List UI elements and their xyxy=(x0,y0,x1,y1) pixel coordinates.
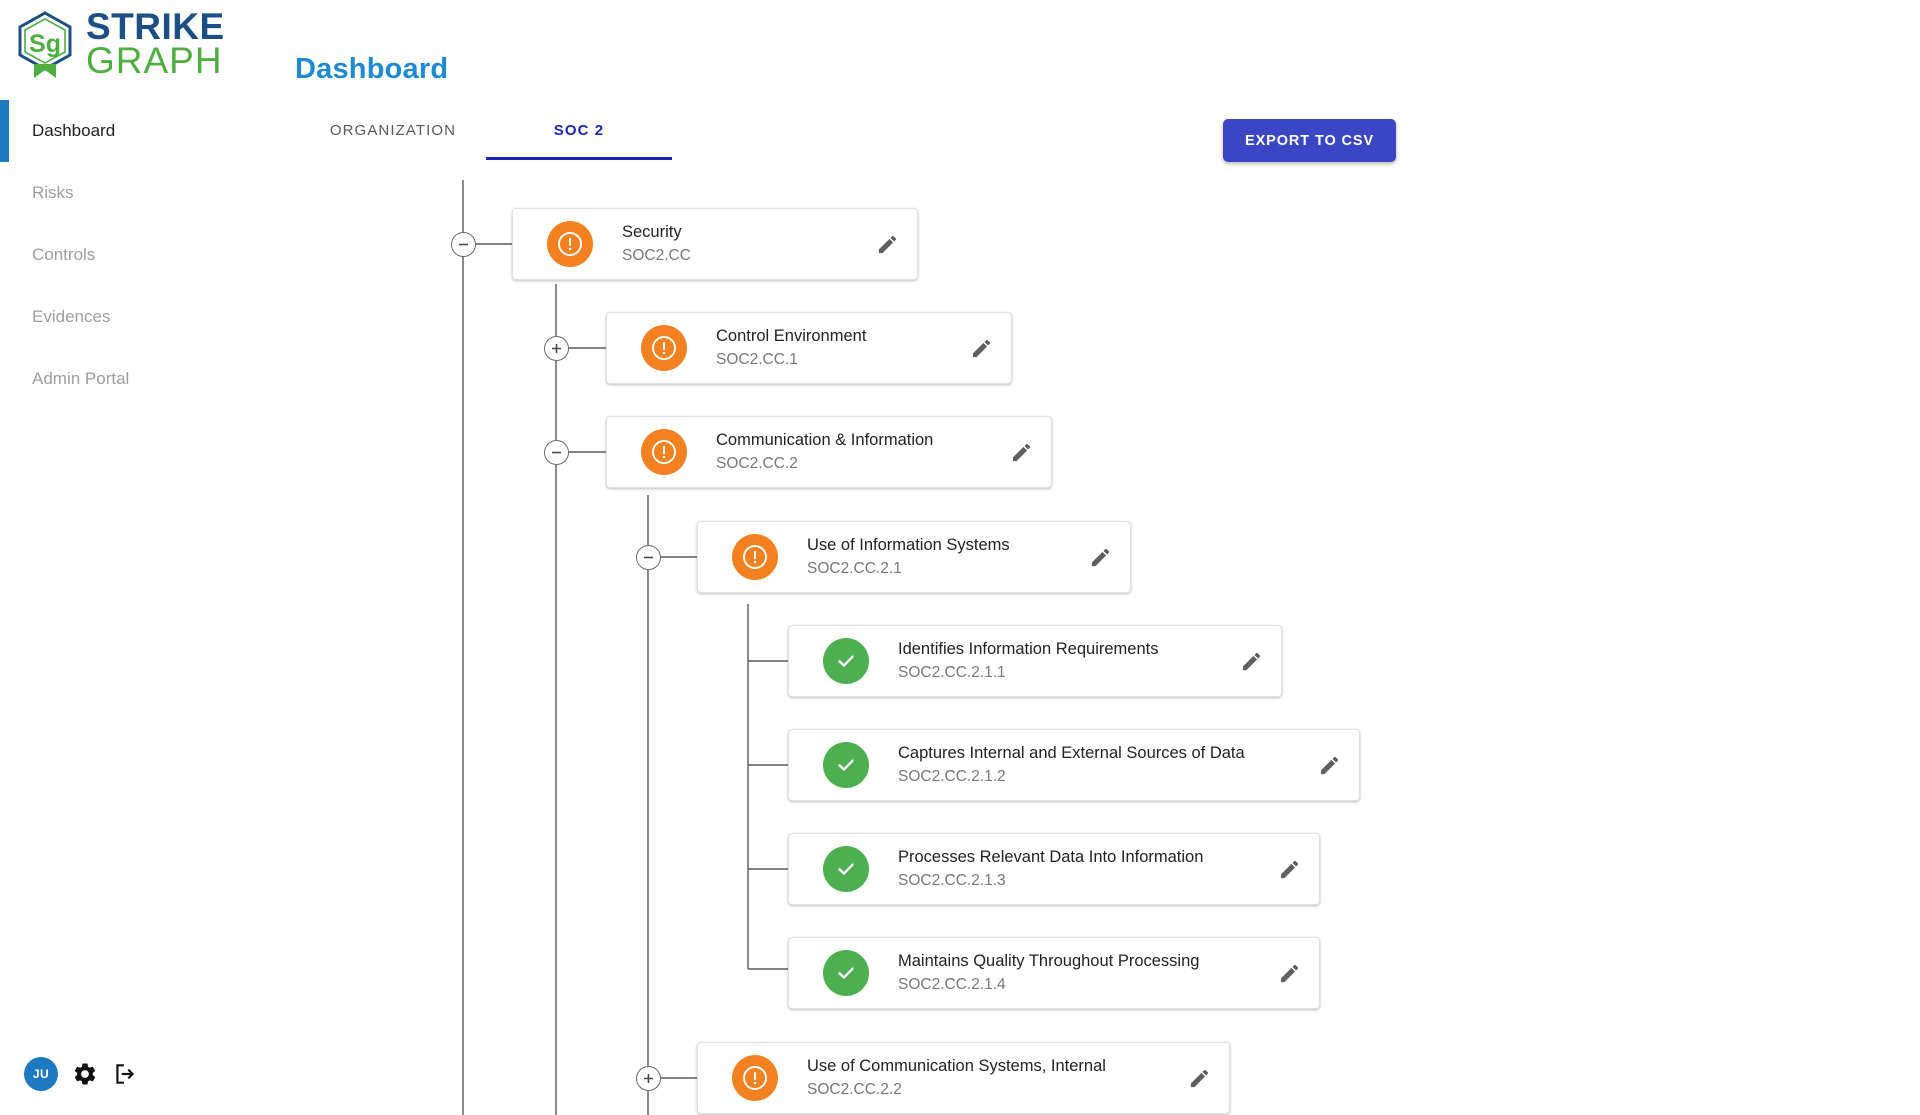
page-title: Dashboard xyxy=(295,53,449,85)
tree-node-title: Captures Internal and External Sources o… xyxy=(898,744,1245,763)
brand-logo[interactable]: Sg STRIKE GRAPH xyxy=(14,6,225,82)
tree-toggle-collapse[interactable] xyxy=(544,440,569,465)
tree-node-card[interactable]: Processes Relevant Data Into Information… xyxy=(788,833,1320,905)
brand-name-graph: GRAPH xyxy=(86,40,223,82)
alert-circle-icon xyxy=(732,1055,778,1101)
check-circle-icon xyxy=(823,950,869,996)
svg-text:Sg: Sg xyxy=(29,30,61,58)
check-circle-icon xyxy=(823,638,869,684)
tree-node-code: SOC2.CC xyxy=(622,247,691,265)
gear-icon[interactable] xyxy=(72,1061,98,1087)
tree-toggle-collapse[interactable] xyxy=(636,545,661,570)
sidebar-nav: Dashboard Risks Controls Evidences Admin… xyxy=(0,100,290,410)
sidebar-item-label: Evidences xyxy=(32,307,111,326)
alert-circle-icon xyxy=(732,534,778,580)
tree-node-text: Use of Communication Systems, Internal S… xyxy=(807,1057,1106,1099)
tree-node-text: Identifies Information Requirements SOC2… xyxy=(898,640,1158,682)
check-circle-icon xyxy=(823,742,869,788)
tab-bar: ORGANIZATION SOC 2 xyxy=(300,122,672,160)
tree-node-title: Communication & Information xyxy=(716,431,934,450)
tree-node-title: Use of Communication Systems, Internal xyxy=(807,1057,1106,1076)
tree-node-title: Use of Information Systems xyxy=(807,536,1010,555)
pencil-icon[interactable] xyxy=(1273,957,1305,989)
tab-label: ORGANIZATION xyxy=(329,122,457,139)
sidebar-item-admin-portal[interactable]: Admin Portal xyxy=(0,348,290,410)
tree-node-code: SOC2.CC.2.2 xyxy=(807,1081,902,1099)
check-circle-icon xyxy=(823,846,869,892)
sidebar-item-evidences[interactable]: Evidences xyxy=(0,286,290,348)
avatar[interactable]: JU xyxy=(24,1057,58,1091)
tree-toggle-expand[interactable] xyxy=(636,1066,661,1091)
tree-node-text: Captures Internal and External Sources o… xyxy=(898,744,1245,786)
tab-label: SOC 2 xyxy=(553,122,605,139)
tree-node-text: Communication & Information SOC2.CC.2 xyxy=(716,431,933,473)
tree-node-card[interactable]: Captures Internal and External Sources o… xyxy=(788,729,1360,801)
sidebar-footer: JU xyxy=(24,1057,138,1091)
export-to-csv-button[interactable]: EXPORT TO CSV xyxy=(1223,119,1397,162)
sidebar-item-label: Controls xyxy=(32,245,96,264)
pencil-icon[interactable] xyxy=(1313,749,1345,781)
tree-node-code: SOC2.CC.2.1 xyxy=(807,560,902,578)
pencil-icon[interactable] xyxy=(965,332,997,364)
tree-toggle-expand[interactable] xyxy=(544,336,569,361)
sidebar-item-risks[interactable]: Risks xyxy=(0,162,290,224)
tree-node-code: SOC2.CC.2 xyxy=(716,455,798,473)
tree-node-card[interactable]: Maintains Quality Throughout Processing … xyxy=(788,937,1320,1009)
alert-circle-icon xyxy=(641,429,687,475)
tree-node-title: Processes Relevant Data Into Information xyxy=(898,848,1204,867)
tree-node-card[interactable]: Control Environment SOC2.CC.1 xyxy=(606,312,1012,384)
brand-wordmark: STRIKE GRAPH xyxy=(86,6,225,82)
tree-node-text: Processes Relevant Data Into Information… xyxy=(898,848,1203,890)
pencil-icon[interactable] xyxy=(1273,853,1305,885)
pencil-icon[interactable] xyxy=(871,228,903,260)
tree-node-title: Identifies Information Requirements xyxy=(898,640,1159,659)
tree-node-text: Control Environment SOC2.CC.1 xyxy=(716,327,866,369)
tree-node-code: SOC2.CC.2.1.2 xyxy=(898,768,1006,786)
tree-node-card[interactable]: Identifies Information Requirements SOC2… xyxy=(788,625,1282,697)
tree-node-code: SOC2.CC.2.1.1 xyxy=(898,664,1006,682)
tree-toggle-collapse[interactable] xyxy=(451,232,476,257)
tree-node-text: Use of Information Systems SOC2.CC.2.1 xyxy=(807,536,1010,578)
tree-node-text: Maintains Quality Throughout Processing … xyxy=(898,952,1199,994)
tree-node-title: Control Environment xyxy=(716,327,867,346)
alert-circle-icon xyxy=(641,325,687,371)
sidebar: Sg STRIKE GRAPH Dashboard Risks Controls… xyxy=(0,0,290,1115)
tree-node-title: Maintains Quality Throughout Processing xyxy=(898,952,1200,971)
sidebar-item-label: Dashboard xyxy=(32,121,116,140)
tree-node-title: Security xyxy=(622,223,682,242)
strikegraph-hexagon-icon: Sg xyxy=(14,10,76,79)
tab-soc-2[interactable]: SOC 2 xyxy=(486,122,672,160)
sidebar-item-label: Admin Portal xyxy=(32,369,130,388)
tab-organization[interactable]: ORGANIZATION xyxy=(300,122,486,160)
tree-node-card[interactable]: Security SOC2.CC xyxy=(512,208,918,280)
tree-node-code: SOC2.CC.2.1.4 xyxy=(898,976,1006,994)
tree-node-code: SOC2.CC.1 xyxy=(716,351,798,369)
tree-node-card[interactable]: Communication & Information SOC2.CC.2 xyxy=(606,416,1052,488)
pencil-icon[interactable] xyxy=(1084,541,1116,573)
logout-icon[interactable] xyxy=(112,1061,138,1087)
sidebar-item-controls[interactable]: Controls xyxy=(0,224,290,286)
brand-name-strike: STRIKE xyxy=(86,6,225,47)
sidebar-item-dashboard[interactable]: Dashboard xyxy=(0,100,290,162)
pencil-icon[interactable] xyxy=(1005,436,1037,468)
alert-circle-icon xyxy=(547,221,593,267)
tree-node-card[interactable]: Use of Information Systems SOC2.CC.2.1 xyxy=(697,521,1131,593)
sidebar-item-label: Risks xyxy=(32,183,74,202)
tree-node-text: Security SOC2.CC xyxy=(622,223,691,265)
tree-node-code: SOC2.CC.2.1.3 xyxy=(898,872,1006,890)
tree-node-card[interactable]: Use of Communication Systems, Internal S… xyxy=(697,1042,1230,1114)
pencil-icon[interactable] xyxy=(1235,645,1267,677)
pencil-icon[interactable] xyxy=(1183,1062,1215,1094)
